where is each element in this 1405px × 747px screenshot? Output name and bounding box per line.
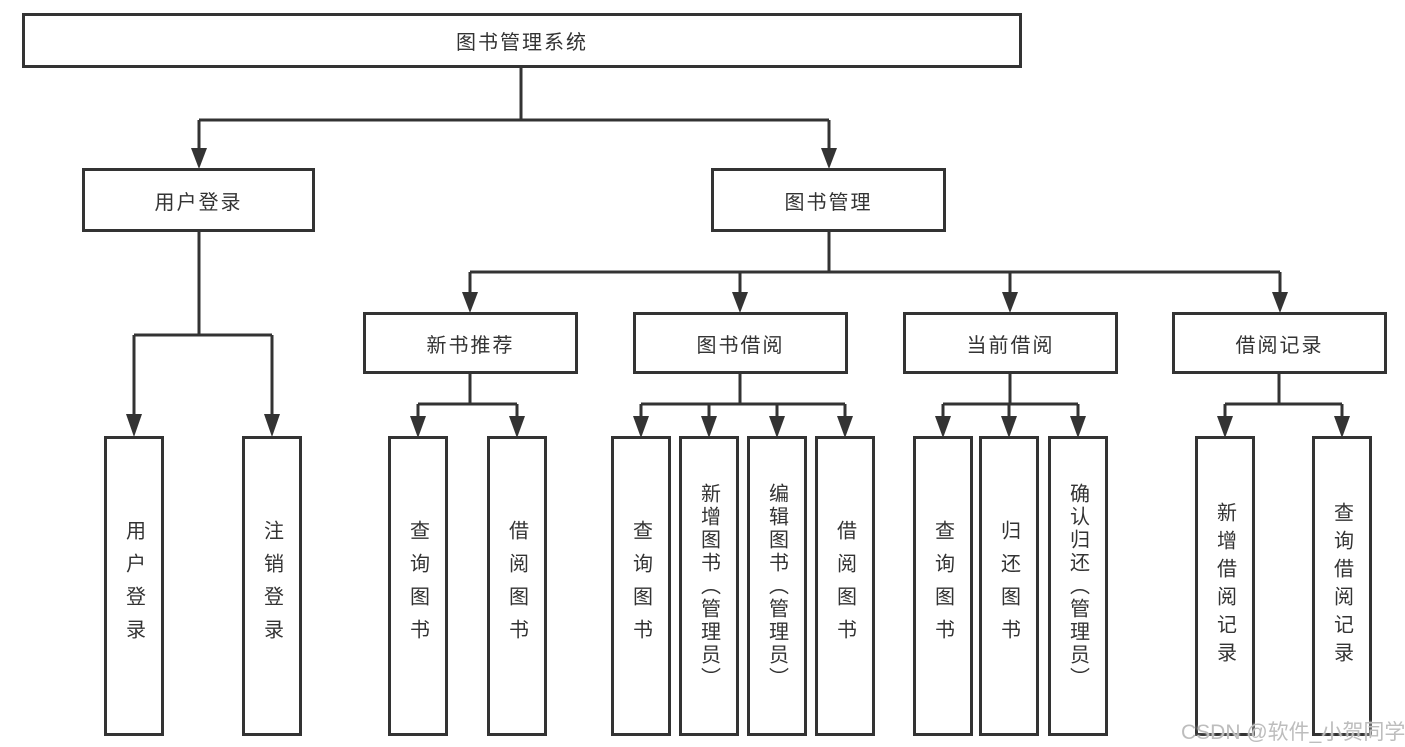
- node-user-login: 用户登录: [82, 168, 315, 232]
- leaf-label: 确认归还（管理员）: [1066, 482, 1089, 690]
- node-label: 图书管理系统: [456, 32, 588, 54]
- leaf-query-borrow-record: 查询借阅记录: [1312, 436, 1372, 736]
- leaf-label: 借阅图书: [833, 520, 856, 652]
- node-label: 图书管理: [784, 191, 873, 214]
- leaf-edit-book-admin: 编辑图书（管理员）: [747, 436, 807, 736]
- leaf-logout: 注销登录: [242, 436, 302, 736]
- node-label: 用户登录: [154, 191, 243, 214]
- leaf-borrow-books-borrowing: 借阅图书: [815, 436, 875, 736]
- leaf-query-books-current: 查询图书: [913, 436, 973, 736]
- csdn-watermark: CSDN @软件_小贺同学: [1181, 721, 1405, 744]
- node-book-management: 图书管理: [711, 168, 946, 232]
- leaf-label: 查询图书: [931, 520, 954, 652]
- node-book-borrowing: 图书借阅: [633, 312, 848, 374]
- leaf-label: 注销登录: [260, 520, 283, 652]
- node-new-book-recommendation: 新书推荐: [363, 312, 578, 374]
- leaf-borrow-books-recommend: 借阅图书: [487, 436, 547, 736]
- leaf-user-login: 用户登录: [104, 436, 164, 736]
- leaf-label: 借阅图书: [505, 520, 528, 652]
- leaf-label: 编辑图书（管理员）: [765, 482, 788, 690]
- node-label: 图书借阅: [696, 334, 785, 357]
- leaf-label: 用户登录: [122, 520, 145, 652]
- node-borrowing-records: 借阅记录: [1172, 312, 1387, 374]
- leaf-query-books-recommend: 查询图书: [388, 436, 448, 736]
- leaf-confirm-return-admin: 确认归还（管理员）: [1048, 436, 1108, 736]
- leaf-label: 查询图书: [406, 520, 429, 652]
- leaf-return-books: 归还图书: [979, 436, 1039, 736]
- node-label: 新书推荐: [426, 334, 515, 357]
- leaf-label: 查询借阅记录: [1330, 502, 1353, 670]
- leaf-add-borrow-record: 新增借阅记录: [1195, 436, 1255, 736]
- node-label: 当前借阅: [966, 334, 1055, 357]
- leaf-label: 查询图书: [629, 520, 652, 652]
- leaf-label: 新增图书（管理员）: [697, 482, 720, 690]
- node-label: 借阅记录: [1235, 334, 1324, 357]
- node-library-management-system: 图书管理系统: [22, 13, 1022, 68]
- leaf-label: 新增借阅记录: [1213, 502, 1236, 670]
- leaf-label: 归还图书: [997, 520, 1020, 652]
- node-current-borrowing: 当前借阅: [903, 312, 1118, 374]
- leaf-query-books-borrowing: 查询图书: [611, 436, 671, 736]
- leaf-add-book-admin: 新增图书（管理员）: [679, 436, 739, 736]
